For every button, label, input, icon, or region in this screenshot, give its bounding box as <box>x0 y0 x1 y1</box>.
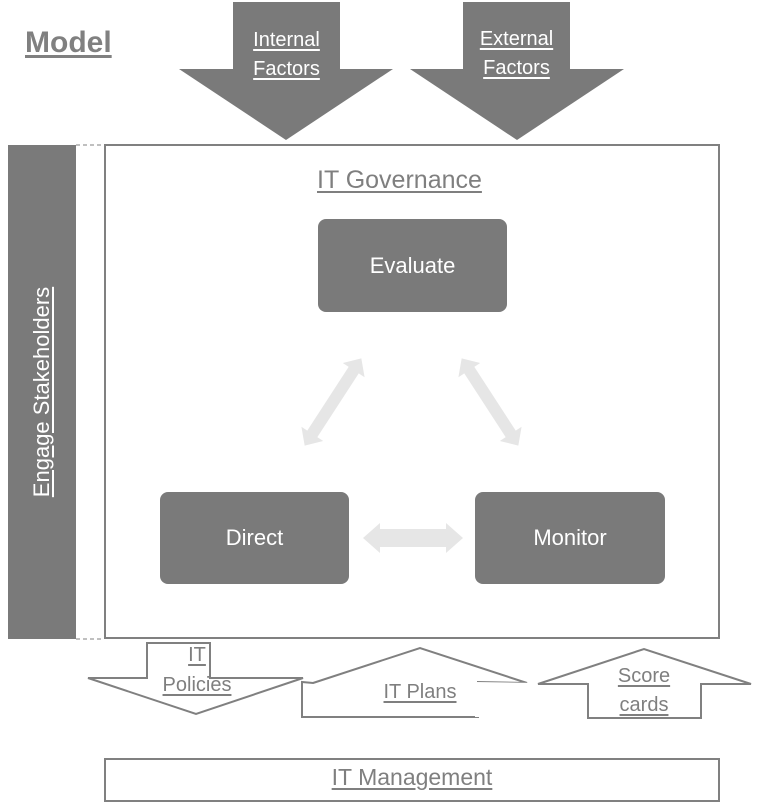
direct-node: Direct <box>160 492 349 584</box>
external-factors-arrow <box>410 2 624 140</box>
direct-label: Direct <box>225 525 284 550</box>
it-governance-frame <box>104 144 720 639</box>
monitor-label: Monitor <box>533 525 607 550</box>
scorecards-label-line2: cards <box>619 694 669 716</box>
engage-stakeholders-bar <box>8 145 76 639</box>
it-plans-label: IT Plans <box>383 681 457 703</box>
it-management-label: IT Management <box>331 764 493 790</box>
it-policies-arrow <box>87 642 304 716</box>
external-factors-label-line1: External <box>479 28 554 50</box>
internal-factors-label-line2: Factors <box>253 58 320 80</box>
arrow-direct-evaluate <box>301 358 365 446</box>
monitor-node: Monitor <box>475 492 665 584</box>
engage-stakeholders-label: Engage Stakeholders <box>29 286 54 498</box>
it-policies-label-line2: Policies <box>162 674 232 696</box>
it-policies-label-line1: IT <box>188 644 206 666</box>
evaluate-node: Evaluate <box>318 219 507 312</box>
it-management-box <box>104 758 720 802</box>
external-factors-label-line2: Factors <box>483 57 550 79</box>
scorecards-label-line1: Score <box>617 665 671 687</box>
internal-factors-arrow <box>179 2 393 140</box>
arrow-evaluate-monitor <box>458 358 522 446</box>
scorecards-up-arrow-shape <box>537 647 752 719</box>
arrow-direct-monitor <box>363 523 463 553</box>
internal-factors-label-line1: Internal <box>253 29 320 51</box>
it-governance-title: IT Governance <box>317 166 482 194</box>
evaluate-label: Evaluate <box>369 252 456 278</box>
model-title: Model <box>25 26 112 59</box>
